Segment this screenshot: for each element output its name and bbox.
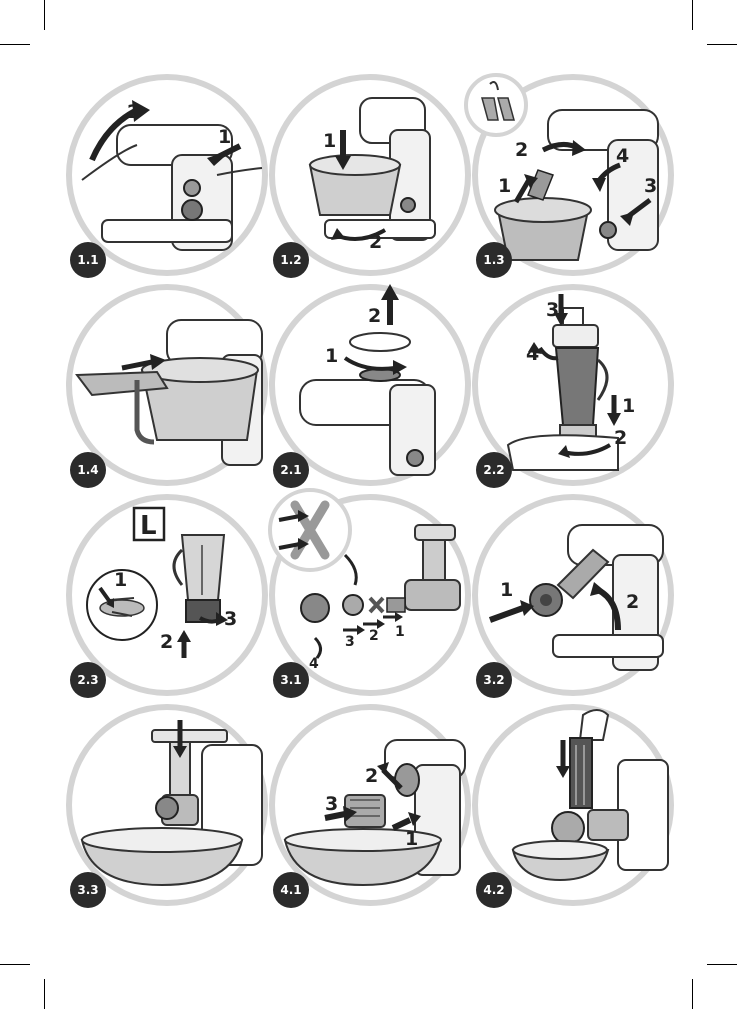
- step-panel-1-4: 1.4: [62, 280, 272, 490]
- step-number: 1: [500, 579, 513, 601]
- mixer-illustration: [66, 284, 268, 486]
- step-badge: 4.1: [273, 872, 309, 908]
- crop-mark: [692, 0, 693, 30]
- step-number: 1: [395, 624, 405, 640]
- step-number: 2: [515, 139, 528, 161]
- step-badge: 4.2: [476, 872, 512, 908]
- step-number: 3: [345, 634, 355, 650]
- step-number: 4: [309, 656, 319, 672]
- step-number: 1: [325, 345, 338, 367]
- step-badge: 1.2: [273, 242, 309, 278]
- meat-grinder-mount-illustration: 1 2: [472, 494, 674, 696]
- step-badge: 2.1: [273, 452, 309, 488]
- crop-mark: [44, 979, 45, 1009]
- step-number: 1: [218, 126, 231, 148]
- step-number: 2: [368, 305, 381, 327]
- step-badge: 1.4: [70, 452, 106, 488]
- step-number: 1: [323, 130, 336, 152]
- step-panel-4-1: 2 3 1 4.1: [265, 700, 475, 910]
- crop-mark: [692, 979, 693, 1009]
- step-number: 2: [369, 628, 379, 644]
- step-badge: 2.3: [70, 662, 106, 698]
- crop-mark: [0, 964, 30, 965]
- grater-use-illustration: [472, 704, 674, 906]
- mixer-illustration: 1 2: [269, 74, 471, 276]
- step-number: 3: [325, 793, 338, 815]
- blade-letter: L: [140, 511, 157, 541]
- crop-mark: [707, 964, 737, 965]
- mixer-illustration: 1 2 3 4: [464, 73, 674, 276]
- step-number: 3: [546, 299, 559, 321]
- step-badge: 3.2: [476, 662, 512, 698]
- step-panel-1-1: 2 1 1.1: [62, 70, 272, 280]
- step-panel-2-2: 3 4 1 2 2.2: [468, 280, 678, 490]
- step-number: 2: [626, 591, 639, 613]
- step-number: 2: [160, 631, 173, 653]
- crop-mark: [0, 44, 30, 45]
- blender-jar-illustration: L 1 2 3: [66, 494, 268, 696]
- step-panel-3-1: 1 2 3 4 3.1: [265, 488, 475, 700]
- step-panel-3-3: 3.3: [62, 700, 272, 910]
- crop-mark: [707, 44, 737, 45]
- meat-grinder-use-illustration: [66, 704, 268, 906]
- step-panel-1-3: 1 2 3 4 1.3: [464, 70, 678, 280]
- step-badge: 3.3: [70, 872, 106, 908]
- step-panel-3-2: 1 2 3.2: [468, 490, 678, 700]
- step-number: 4: [526, 343, 539, 365]
- step-number: 1: [498, 175, 511, 197]
- step-number: 1: [114, 569, 127, 591]
- step-panel-4-2: 4.2: [468, 700, 678, 910]
- step-number: 1: [622, 395, 635, 417]
- step-panel-2-3: L 1 2 3 2.3: [62, 490, 272, 700]
- blender-illustration: 3 4 1 2: [472, 284, 674, 486]
- crop-mark: [44, 0, 45, 30]
- step-number: 4: [616, 145, 629, 167]
- step-number: 2: [369, 231, 382, 253]
- step-number: 2: [365, 765, 378, 787]
- grater-attachment-illustration: 2 3 1: [269, 704, 471, 906]
- step-panel-1-2: 1 2 1.2: [265, 70, 475, 280]
- step-number: 3: [644, 175, 657, 197]
- step-number: 3: [224, 608, 237, 630]
- step-number: 2: [614, 427, 627, 449]
- step-badge: 1.3: [476, 242, 512, 278]
- step-number: 2: [127, 101, 140, 123]
- meat-grinder-parts-illustration: 1 2 3 4: [268, 488, 471, 696]
- step-badge: 3.1: [273, 662, 309, 698]
- step-number: 1: [405, 828, 418, 850]
- step-badge: 1.1: [70, 242, 106, 278]
- step-badge: 2.2: [476, 452, 512, 488]
- mixer-illustration: 2 1: [269, 284, 471, 486]
- step-panel-2-1: 2 1 2.1: [265, 280, 475, 490]
- mixer-illustration: 2 1: [66, 74, 268, 276]
